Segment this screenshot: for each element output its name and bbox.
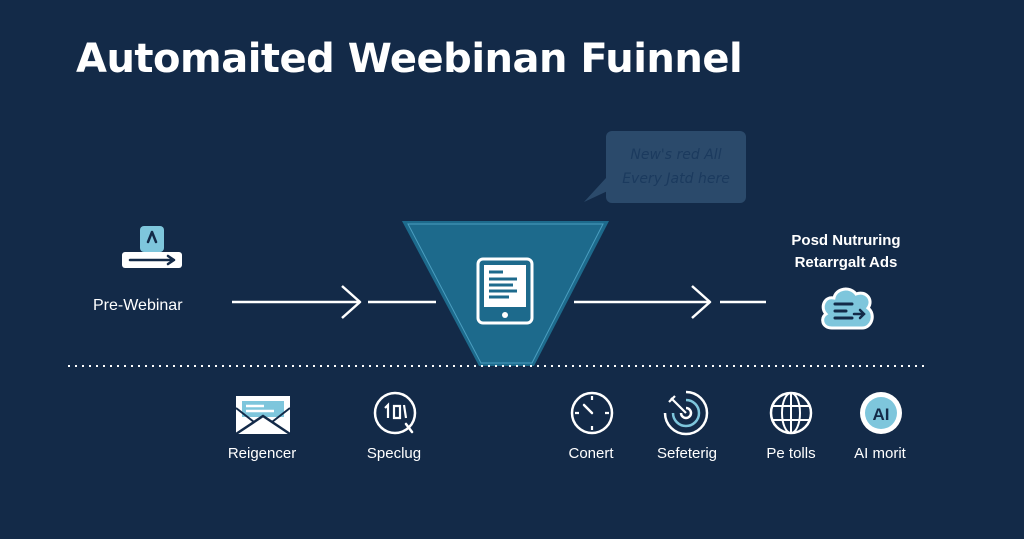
post-stage-label: Posd Nutruring Retarrgalt Ads bbox=[791, 230, 900, 274]
timer-icon bbox=[570, 391, 614, 435]
pre-webinar-label: Pre-Webinar bbox=[93, 297, 183, 314]
svg-text:AI: AI bbox=[873, 405, 890, 424]
diagram-title: Automaited Weebinan Fuinnel bbox=[76, 36, 743, 82]
bottom-label-5: Pe tolls bbox=[766, 445, 816, 462]
arrow-left-short bbox=[368, 300, 436, 304]
post-stage-line-1: Posd Nutruring bbox=[791, 232, 901, 249]
ai-icon: AI bbox=[860, 392, 902, 434]
arrow-left-long bbox=[232, 285, 362, 319]
arrow-right-long bbox=[574, 285, 712, 319]
chat-cloud-icon bbox=[821, 287, 874, 330]
bottom-label-6: AI morit bbox=[854, 445, 906, 462]
radar-icon bbox=[663, 390, 709, 436]
callout-bubble: New's red All Every Jatd here bbox=[606, 131, 746, 203]
dotted-divider bbox=[68, 365, 928, 367]
envelope-icon bbox=[235, 396, 291, 436]
post-stage-line-2: Retarrgalt Ads bbox=[794, 254, 898, 271]
tablet-document-icon bbox=[476, 257, 534, 325]
globe-icon bbox=[769, 391, 813, 435]
bottom-label-3: Conert bbox=[568, 445, 614, 462]
arrow-right-short bbox=[720, 300, 766, 304]
clock-icon bbox=[373, 391, 417, 435]
callout-line-2: Every Jatd here bbox=[622, 171, 730, 187]
bottom-label-1: Reigencer bbox=[227, 445, 297, 462]
laptop-icon bbox=[122, 226, 182, 268]
bottom-label-2: Speclug bbox=[366, 445, 422, 462]
callout-line-1: New's red All bbox=[630, 147, 722, 163]
bottom-label-4: Sefeterig bbox=[656, 445, 718, 462]
